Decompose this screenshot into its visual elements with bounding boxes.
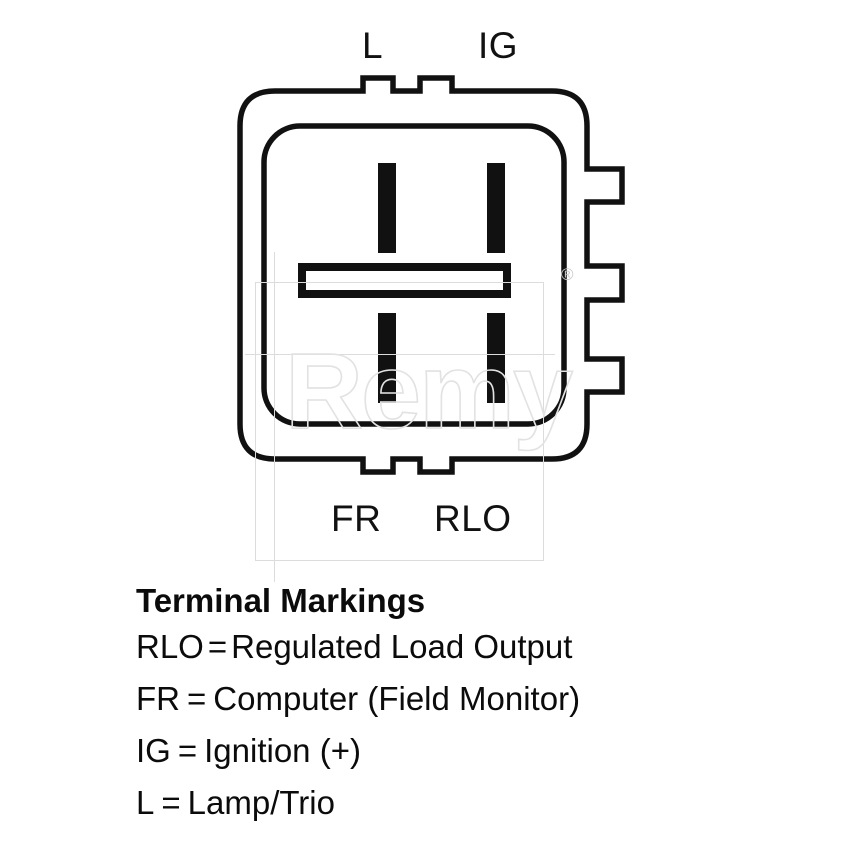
legend-description-fr: Computer (Field Monitor) [213, 680, 581, 717]
legend-term-ig: IG [136, 732, 171, 769]
legend-equals-ig: = [177, 732, 198, 769]
legend-row-fr: FR=Computer (Field Monitor) [136, 673, 836, 725]
blade-fr [378, 313, 396, 403]
blade-rlo [487, 313, 505, 403]
legend-equals-l: = [161, 784, 181, 821]
terminal-markings-legend: Terminal Markings RLO=Regulated Load Out… [136, 580, 836, 829]
legend-term-rlo: RLO [136, 628, 204, 665]
pin-label-l: L [362, 25, 384, 66]
legend-term-fr: FR [136, 680, 180, 717]
terminal-blades-lower [378, 313, 505, 403]
legend-equals-rlo: = [207, 628, 228, 665]
legend-description-l: Lamp/Trio [187, 784, 335, 821]
connector-outer-shell [237, 75, 625, 475]
pin-label-fr: FR [331, 498, 382, 539]
terminal-bar-center [298, 263, 511, 298]
blade-l [378, 163, 396, 253]
blade-ig [487, 163, 505, 253]
terminal-blades-upper [378, 163, 505, 253]
legend-title: Terminal Markings [136, 582, 426, 619]
legend-row-rlo: RLO=Regulated Load Output [136, 621, 836, 673]
connector-diagram: Remy ® L IG FR RLO [237, 25, 625, 582]
legend-term-l: L [136, 784, 155, 821]
legend-row-l: L=Lamp/Trio [136, 777, 836, 829]
registered-trademark-icon: ® [561, 265, 574, 284]
connector-inner-shell [261, 123, 567, 427]
legend-row-ig: IG=Ignition (+) [136, 725, 836, 777]
legend-description-ig: Ignition (+) [204, 732, 361, 769]
pin-label-rlo: RLO [434, 498, 512, 539]
connector-drawing [237, 75, 625, 475]
pin-label-ig: IG [478, 25, 519, 66]
legend-description-rlo: Regulated Load Output [231, 628, 573, 665]
legend-equals-fr: = [187, 680, 207, 717]
